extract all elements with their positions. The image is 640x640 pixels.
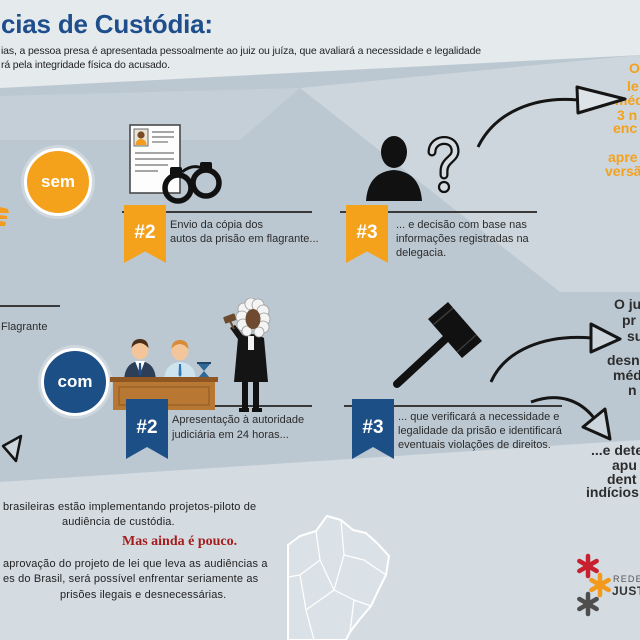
judge-icon (223, 298, 271, 412)
step-text: judiciária em 24 horas... (172, 429, 289, 441)
document-icon (129, 124, 181, 194)
footer-highlight: Mas ainda é pouco. (122, 534, 238, 549)
handcuffs-icon (162, 162, 222, 204)
gavel-icon (393, 302, 482, 388)
side-note-line: apre (608, 149, 638, 165)
footer-text: brasileiras estão implementando projetos… (3, 501, 257, 513)
without-custody-hearing-badge: sem (24, 148, 92, 216)
side-note-line: pr (622, 312, 636, 328)
with-custody-hearing-badge: com (41, 348, 109, 416)
step-text: eventuais violações de direitos. (398, 439, 551, 451)
step-text: Envio da cópia dos (170, 219, 263, 231)
side-note-line: n (628, 382, 637, 398)
brazil-map-icon (287, 515, 390, 640)
step-text: legalidade da prisão e identificará (398, 425, 562, 437)
logo-text-line-1: REDE (613, 574, 640, 584)
badge-label: com (57, 372, 93, 391)
suspect-question-icon (366, 136, 460, 201)
footer-text: aprovação do projeto de lei que leva as … (3, 558, 268, 570)
intro-line: rá pela integridade física do acusado. (1, 59, 170, 71)
footer-text: prisões ilegais e desnecessárias. (60, 589, 227, 601)
side-note-line: O (629, 60, 640, 76)
step-text: informações registradas na (396, 233, 529, 245)
logo-text-line-2: JUST (612, 584, 640, 598)
side-note-line: dent (607, 471, 637, 487)
step-text: Apresentação à autoridade (172, 414, 305, 426)
side-note-line: versã (605, 163, 640, 179)
footer-text: es do Brasil, será possível enfrentar se… (3, 573, 259, 585)
side-note-line: le (627, 78, 639, 94)
step-text: delegacia. (396, 247, 447, 259)
intro-line: ias, a pessoa presa é apresentada pessoa… (1, 45, 481, 57)
footer-text: audiência de custódia. (62, 516, 175, 528)
side-note-line: méd (615, 92, 640, 108)
side-note-line: O ju (614, 296, 640, 312)
badge-label: sem (40, 172, 76, 191)
step-text: ... que verificará a necessidade e (398, 411, 560, 423)
side-note-line: su (627, 328, 640, 344)
side-note-line: enc (613, 120, 638, 136)
page-title: cias de Custódia: (1, 9, 213, 39)
section-label: Flagrante (1, 321, 48, 333)
step-text: autos da prisão em flagrante... (170, 233, 319, 245)
side-note-line: méd (613, 367, 640, 383)
asterisk-logo-icon (577, 553, 611, 617)
side-note-line: apu (612, 457, 637, 473)
side-note-line: indícios (586, 484, 639, 500)
side-note-line: desn (607, 352, 640, 368)
side-note-line: ...e dete (591, 442, 640, 458)
step-text: ... e decisão com base nas (396, 219, 527, 231)
